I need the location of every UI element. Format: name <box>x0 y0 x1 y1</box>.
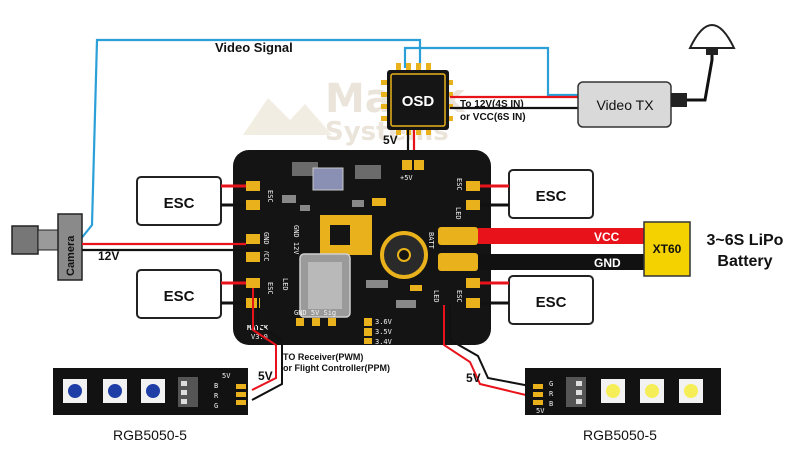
signal-header-pins <box>296 318 372 344</box>
video-tx-label: Video TX <box>596 97 654 113</box>
esc-top-left: ESC <box>136 176 222 226</box>
vtx-power-wires <box>450 95 578 110</box>
video-signal-wires <box>79 38 578 241</box>
pcb-bottom-led: LED <box>432 290 440 303</box>
power-note-line2: or VCC(6S IN) <box>460 112 526 123</box>
xt60-connector: XT60 <box>643 221 691 277</box>
gnd-label: GND <box>594 256 621 270</box>
led-strip-left: 5V B R G <box>53 368 248 415</box>
pcb-version: V3.0 <box>251 333 268 341</box>
pcb-3v6: 3.6V <box>375 318 393 326</box>
pcb-3v4: 3.4V <box>375 338 393 346</box>
right-pin-b: B <box>549 400 553 408</box>
battery-label-line1: 3~6S LiPo <box>707 232 784 249</box>
esc-top-right: ESC <box>508 169 594 219</box>
pcb-plus5v: +5V <box>400 174 413 182</box>
left-pin-g: G <box>214 402 218 410</box>
left-pin-b: B <box>214 382 218 390</box>
pdb-board: MATEK V3.0 GND 5V Sig 3.6V 3.5V 3.4V +5V… <box>233 150 491 346</box>
pcb-left-led: LED <box>281 278 289 291</box>
esc-bottom-left-label: ESC <box>164 288 195 305</box>
esc-bottom-left: ESC <box>136 269 222 319</box>
battery-pads <box>438 227 478 271</box>
pcb-left-esc: ESC <box>266 190 274 203</box>
camera-12v-label: 12V <box>98 249 119 263</box>
led-strip-right: G R B 5V <box>525 368 721 415</box>
right-pin-g: G <box>549 380 553 388</box>
right-5v-label: 5V <box>466 371 481 385</box>
osd-module: OSD <box>381 63 453 135</box>
pcb-batt: BATT <box>427 232 435 250</box>
esc-bottom-right-label: ESC <box>536 294 567 311</box>
right-pin-r: R <box>549 390 554 398</box>
camera: Camera <box>11 213 83 281</box>
right-led-wires <box>443 305 531 397</box>
receiver-label-line2: or Flight Controller(PPM) <box>283 363 390 373</box>
pcb-right-esc: ESC <box>455 178 463 191</box>
pcb-right-led: LED <box>454 207 462 220</box>
pcb-right-esc-bottom: ESC <box>455 290 463 303</box>
camera-label: Camera <box>65 235 77 276</box>
camera-video-wire <box>79 38 422 241</box>
pcb-header-label: GND 5V Sig <box>294 309 336 317</box>
pcb-gnd-12v: GND 12V <box>292 225 300 255</box>
esc-top-left-label: ESC <box>164 195 195 212</box>
esc-top-right-label: ESC <box>536 188 567 205</box>
esc-power-wires <box>221 184 509 305</box>
rgb-right-label: RGB5050-5 <box>583 427 657 443</box>
vcc-label: VCC <box>594 230 620 244</box>
esc-bottom-right: ESC <box>508 275 594 325</box>
pcb-left-esc-bottom: ESC <box>266 282 274 295</box>
video-tx: Video TX <box>577 24 736 128</box>
osd-5v-label: 5V <box>383 133 398 147</box>
left-5v-label: 5V <box>258 369 273 383</box>
left-pin-r: R <box>214 392 219 400</box>
power-note-line1: To 12V(4S IN) <box>460 99 524 110</box>
osd-to-vtx-video-wire <box>403 46 578 97</box>
pcb-3v5: 3.5V <box>375 328 393 336</box>
camera-lens-icon <box>11 225 39 255</box>
battery-label-line2: Battery <box>717 253 772 270</box>
battery-wires <box>478 228 644 270</box>
left-pin-5v: 5V <box>222 372 231 380</box>
video-signal-label: Video Signal <box>215 40 293 55</box>
antenna-connector-icon <box>706 47 718 55</box>
rgb-left-label: RGB5050-5 <box>113 427 187 443</box>
xt60-label: XT60 <box>653 242 682 256</box>
left-led-wires <box>251 288 283 401</box>
right-pin-5v: 5V <box>536 407 545 415</box>
osd-label: OSD <box>402 93 435 110</box>
pcb-gnd-vcc: GND VCC <box>262 232 270 262</box>
antenna-icon <box>688 24 736 49</box>
camera-power-wires <box>82 240 272 252</box>
watermark-mountain-icon <box>243 98 332 135</box>
receiver-label-line1: TO Receiver(PWM) <box>283 352 363 362</box>
right-esc-pads <box>466 181 480 308</box>
pcb-brand: MATEK <box>247 324 269 332</box>
